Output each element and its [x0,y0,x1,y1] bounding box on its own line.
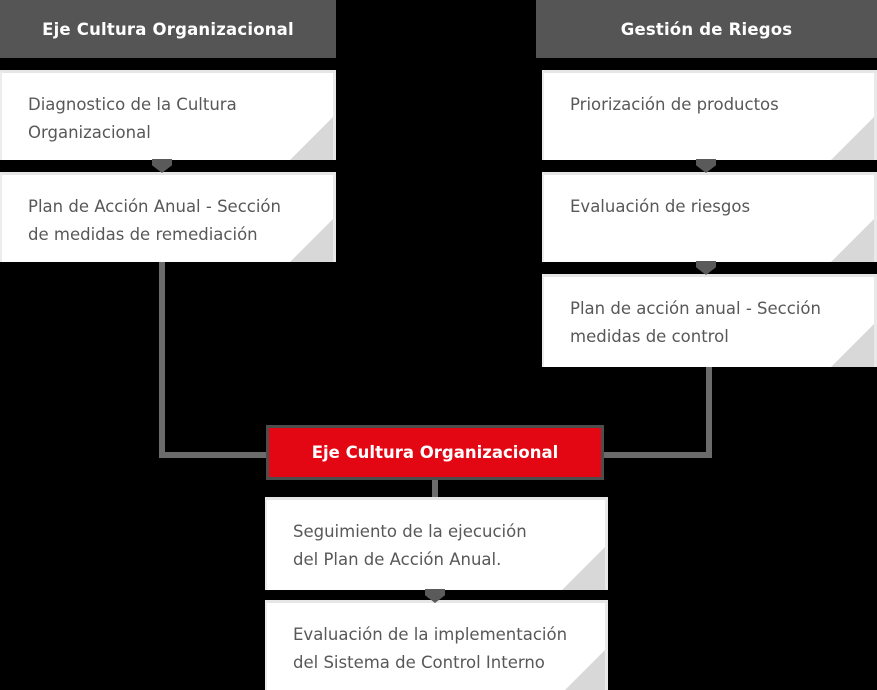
column-header-gestion-de-riegos: Gestión de Riegos [536,0,877,58]
card-label: Plan de Acción Anual - Sección de medida… [28,197,281,244]
card-label: Diagnostico de la Cultura Organizacional [28,95,237,142]
connector-right-vertical [706,367,712,458]
chevron-down-icon-left-1 [152,159,172,173]
connector-left-horizontal [159,452,274,458]
card-evaluacion-control-interno[interactable]: Evaluación de la implementación del Sist… [265,600,608,690]
corner-fold-icon [831,114,877,160]
card-plan-accion-control[interactable]: Plan de acción anual - Sección medidas d… [542,274,877,367]
card-label: Plan de acción anual - Sección medidas d… [570,299,821,346]
card-label: Priorización de productos [570,95,779,114]
card-label: Seguimiento de la ejecución del Plan de … [293,522,527,569]
card-evaluacion-riesgos[interactable]: Evaluación de riesgos [542,172,877,262]
connector-left-vertical [159,262,165,458]
card-diagnostico-cultura[interactable]: Diagnostico de la Cultura Organizacional [0,70,336,160]
card-right-edge [333,175,336,262]
card-right-edge [333,73,336,160]
center-node-label: Eje Cultura Organizacional [311,443,559,462]
center-node-eje-cultura-organizacional[interactable]: Eje Cultura Organizacional [266,425,604,480]
chevron-down-icon-right-2 [696,261,716,275]
card-right-edge [874,73,877,160]
card-right-edge [874,277,877,367]
card-seguimiento-ejecucion[interactable]: Seguimiento de la ejecución del Plan de … [265,497,608,590]
connector-center-vertical [432,479,438,501]
card-plan-accion-remediacion[interactable]: Plan de Acción Anual - Sección de medida… [0,172,336,262]
chevron-down-icon-right-1 [696,159,716,173]
card-label: Evaluación de la implementación del Sist… [293,625,568,672]
card-right-edge [874,175,877,262]
card-label: Evaluación de riesgos [570,197,751,216]
corner-fold-icon [831,216,877,262]
card-priorizacion-productos[interactable]: Priorización de productos [542,70,877,160]
card-right-edge [605,500,608,590]
connector-right-horizontal [596,452,712,458]
card-right-edge [605,603,608,690]
column-header-cultura-organizacional: Eje Cultura Organizacional [0,0,336,58]
